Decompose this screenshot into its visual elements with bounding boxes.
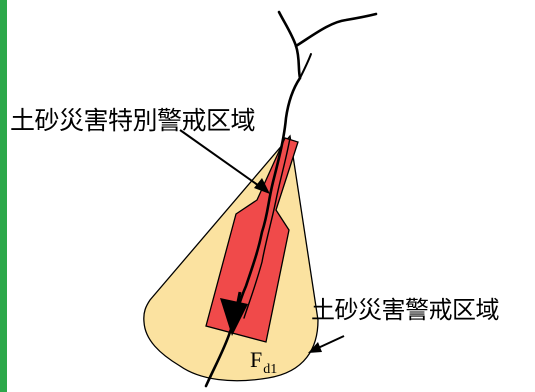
left-accent-bar (0, 0, 7, 392)
warning-zone-label: 土砂災害警戒区域 (311, 296, 500, 324)
force-main-text: F (250, 347, 263, 372)
stream-branch-small (299, 53, 312, 79)
force-label: Fd1 (250, 347, 277, 377)
special-warning-zone-shape (205, 137, 299, 343)
special-zone-leader-arrow (179, 129, 270, 194)
stream-inner-line (243, 137, 291, 319)
stream-branch-right (294, 12, 378, 48)
arrow-down-icon (220, 291, 248, 336)
force-sub-text: d1 (263, 362, 278, 377)
warning-zone-leader-arrow (308, 335, 345, 353)
special-warning-zone-label: 土砂災害特別警戒区域 (10, 106, 256, 135)
